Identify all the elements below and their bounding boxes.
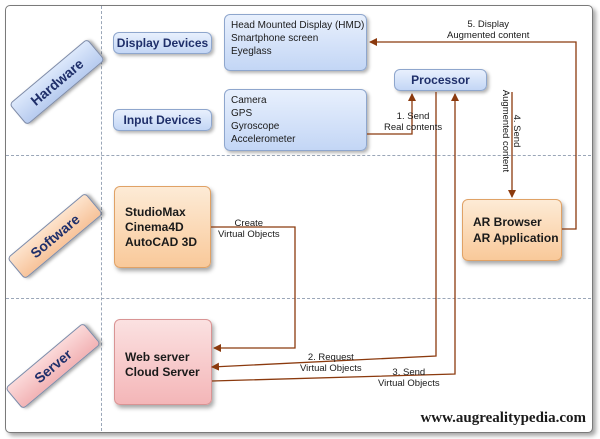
annotation-display-augmented: 5. Display Augmented content: [447, 19, 530, 41]
input-devices-box: Input Devices: [113, 109, 212, 131]
software-item: Cinema4D: [125, 220, 184, 234]
input-item: Gyroscope: [231, 121, 280, 132]
arrow-send-real: [367, 93, 416, 135]
annotation-create-virtual: Create Virtual Objects: [218, 218, 280, 240]
arrow-display-augmented: [369, 38, 577, 230]
ar-item: AR Browser: [473, 215, 542, 229]
display-devices-list: Head Mounted Display (HMD) Smartphone sc…: [224, 14, 367, 71]
arrow-create-virtual: [211, 226, 296, 352]
annotation-send-augmented: 4. Send Augmented content: [500, 89, 523, 173]
input-item: Accelerometer: [231, 134, 296, 145]
display-item: Smartphone screen: [231, 33, 319, 44]
display-item: Head Mounted Display (HMD): [231, 20, 365, 31]
annotation-request-virtual: 2. Request Virtual Objects: [300, 352, 362, 374]
input-devices-list: Camera GPS Gyroscope Accelerometer: [224, 89, 367, 151]
display-devices-box: Display Devices: [113, 32, 212, 54]
modeling-software-box: StudioMax Cinema4D AutoCAD 3D: [114, 186, 211, 268]
processor-box: Processor: [394, 69, 487, 91]
software-item: StudioMax: [125, 205, 186, 219]
layer-divider-vertical: [101, 6, 102, 431]
layer-divider-hardware-software: [6, 155, 591, 156]
arrow-send-virtual: [211, 93, 459, 382]
arrow-request-virtual: [211, 92, 437, 371]
input-item: GPS: [231, 108, 253, 119]
server-item: Cloud Server: [125, 365, 200, 379]
ar-item: AR Application: [473, 231, 559, 245]
server-box: Web server Cloud Server: [114, 319, 212, 405]
software-item: AutoCAD 3D: [125, 235, 197, 249]
annotation-send-real: 1. Send Real contents: [384, 111, 443, 133]
layer-divider-software-server: [6, 298, 591, 299]
display-item: Eyeglass: [231, 46, 272, 57]
ar-application-box: AR Browser AR Application: [462, 199, 562, 261]
annotation-send-virtual: 3. Send Virtual Objects: [378, 367, 440, 389]
server-item: Web server: [125, 350, 190, 364]
footer-url: www.augrealitypedia.com: [420, 410, 586, 426]
input-item: Camera: [231, 95, 267, 106]
